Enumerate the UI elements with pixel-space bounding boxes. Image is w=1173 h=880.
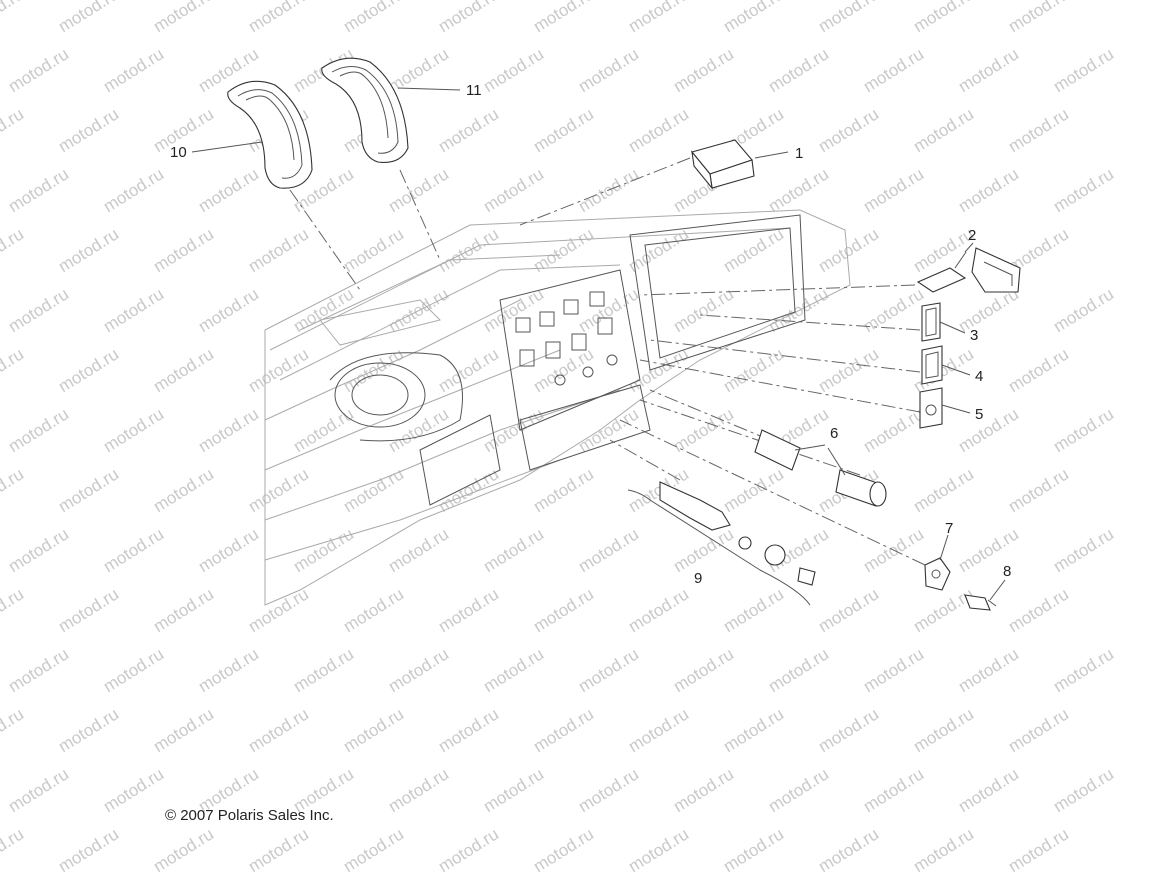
callout-leaders bbox=[191, 87, 1006, 601]
leader-lines bbox=[289, 157, 926, 566]
part-4-rocker-switch bbox=[921, 345, 943, 385]
callout-labels: 1 2 3 4 5 6 7 8 9 10 11 bbox=[170, 82, 1011, 587]
callout-9: 9 bbox=[694, 570, 702, 587]
part-6-power-outlet bbox=[754, 429, 887, 507]
callout-10: 10 bbox=[170, 144, 187, 161]
part-11-grip bbox=[321, 57, 409, 163]
callout-1: 1 bbox=[795, 145, 803, 162]
part-8-bulb bbox=[964, 594, 997, 611]
copyright-notice: © 2007 Polaris Sales Inc. bbox=[165, 807, 334, 824]
dashboard-panel bbox=[264, 209, 851, 606]
callout-6: 6 bbox=[830, 425, 838, 442]
part-2-bezel bbox=[916, 247, 1021, 293]
callout-4: 4 bbox=[975, 368, 983, 385]
part-9-ignition-switch bbox=[627, 481, 816, 606]
part-5-switch bbox=[919, 387, 943, 429]
callout-7: 7 bbox=[945, 520, 953, 537]
part-10-grip bbox=[227, 80, 313, 189]
callout-11: 11 bbox=[466, 82, 482, 99]
callout-8: 8 bbox=[1003, 563, 1011, 580]
callout-2: 2 bbox=[968, 227, 976, 244]
part-7-clip bbox=[924, 557, 951, 591]
callout-3: 3 bbox=[970, 327, 978, 344]
callout-5: 5 bbox=[975, 406, 983, 423]
part-1-connector bbox=[691, 139, 755, 190]
part-3-switch-blank bbox=[921, 302, 941, 342]
